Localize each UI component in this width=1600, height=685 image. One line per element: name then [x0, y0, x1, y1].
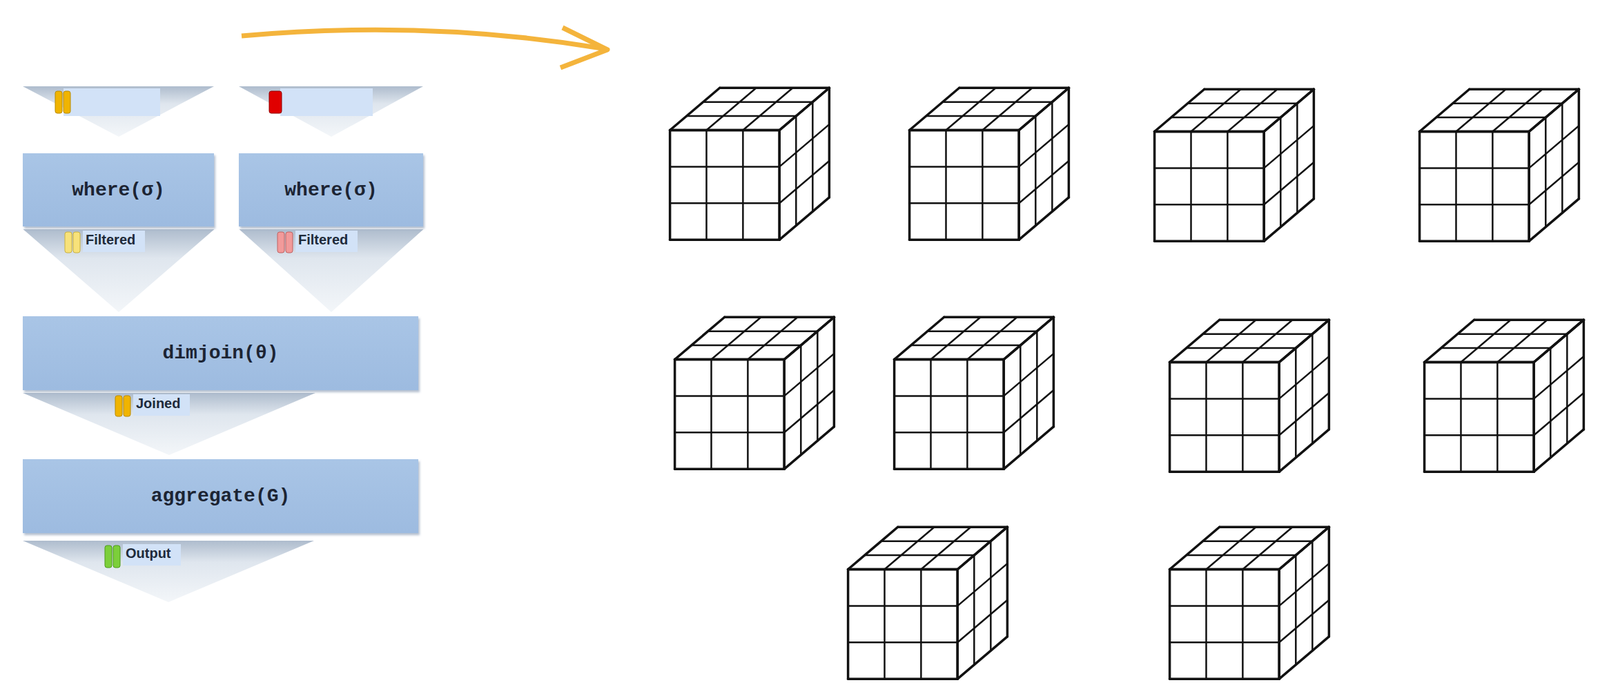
input-patch [280, 88, 373, 116]
flow-chevron [23, 229, 215, 312]
output-chevron [22, 540, 315, 602]
operator-label: dimjoin(θ) [162, 342, 279, 364]
cube-figure [848, 526, 1008, 679]
flow-label: Filtered [82, 230, 145, 252]
cube-figure [1419, 89, 1580, 241]
cube-figure [1424, 319, 1585, 472]
cube-figure [1154, 89, 1315, 241]
input-icon [63, 91, 71, 114]
cube-figure [675, 316, 835, 469]
cube-figure [1169, 319, 1330, 472]
input-icon [269, 91, 282, 114]
input-icon [55, 91, 63, 114]
flow-chevron [239, 229, 424, 312]
input-chevron [238, 86, 424, 137]
arrow-head [560, 27, 608, 68]
input-patch [63, 88, 161, 116]
cube-figure [894, 316, 1055, 469]
cube-figure [670, 87, 830, 240]
operator-box: where(σ) [22, 153, 214, 227]
operator-label: where(σ) [71, 179, 165, 201]
output-icon [113, 545, 121, 568]
input-chevron [22, 86, 214, 137]
operator-box: aggregate(G) [22, 459, 419, 533]
curved-arrow [241, 29, 602, 49]
cube-figure [1169, 526, 1330, 679]
flow-chevron [22, 392, 316, 455]
output-label: Output [122, 543, 181, 566]
operator-box: dimjoin(θ) [22, 316, 419, 390]
operator-label: aggregate(G) [151, 485, 291, 507]
flow-label: Filtered [295, 230, 358, 252]
output-icon [104, 545, 112, 568]
flow-label: Joined [133, 394, 190, 416]
operator-label: where(σ) [284, 179, 377, 201]
cube-figure [909, 87, 1070, 240]
operator-box: where(σ) [238, 153, 424, 227]
